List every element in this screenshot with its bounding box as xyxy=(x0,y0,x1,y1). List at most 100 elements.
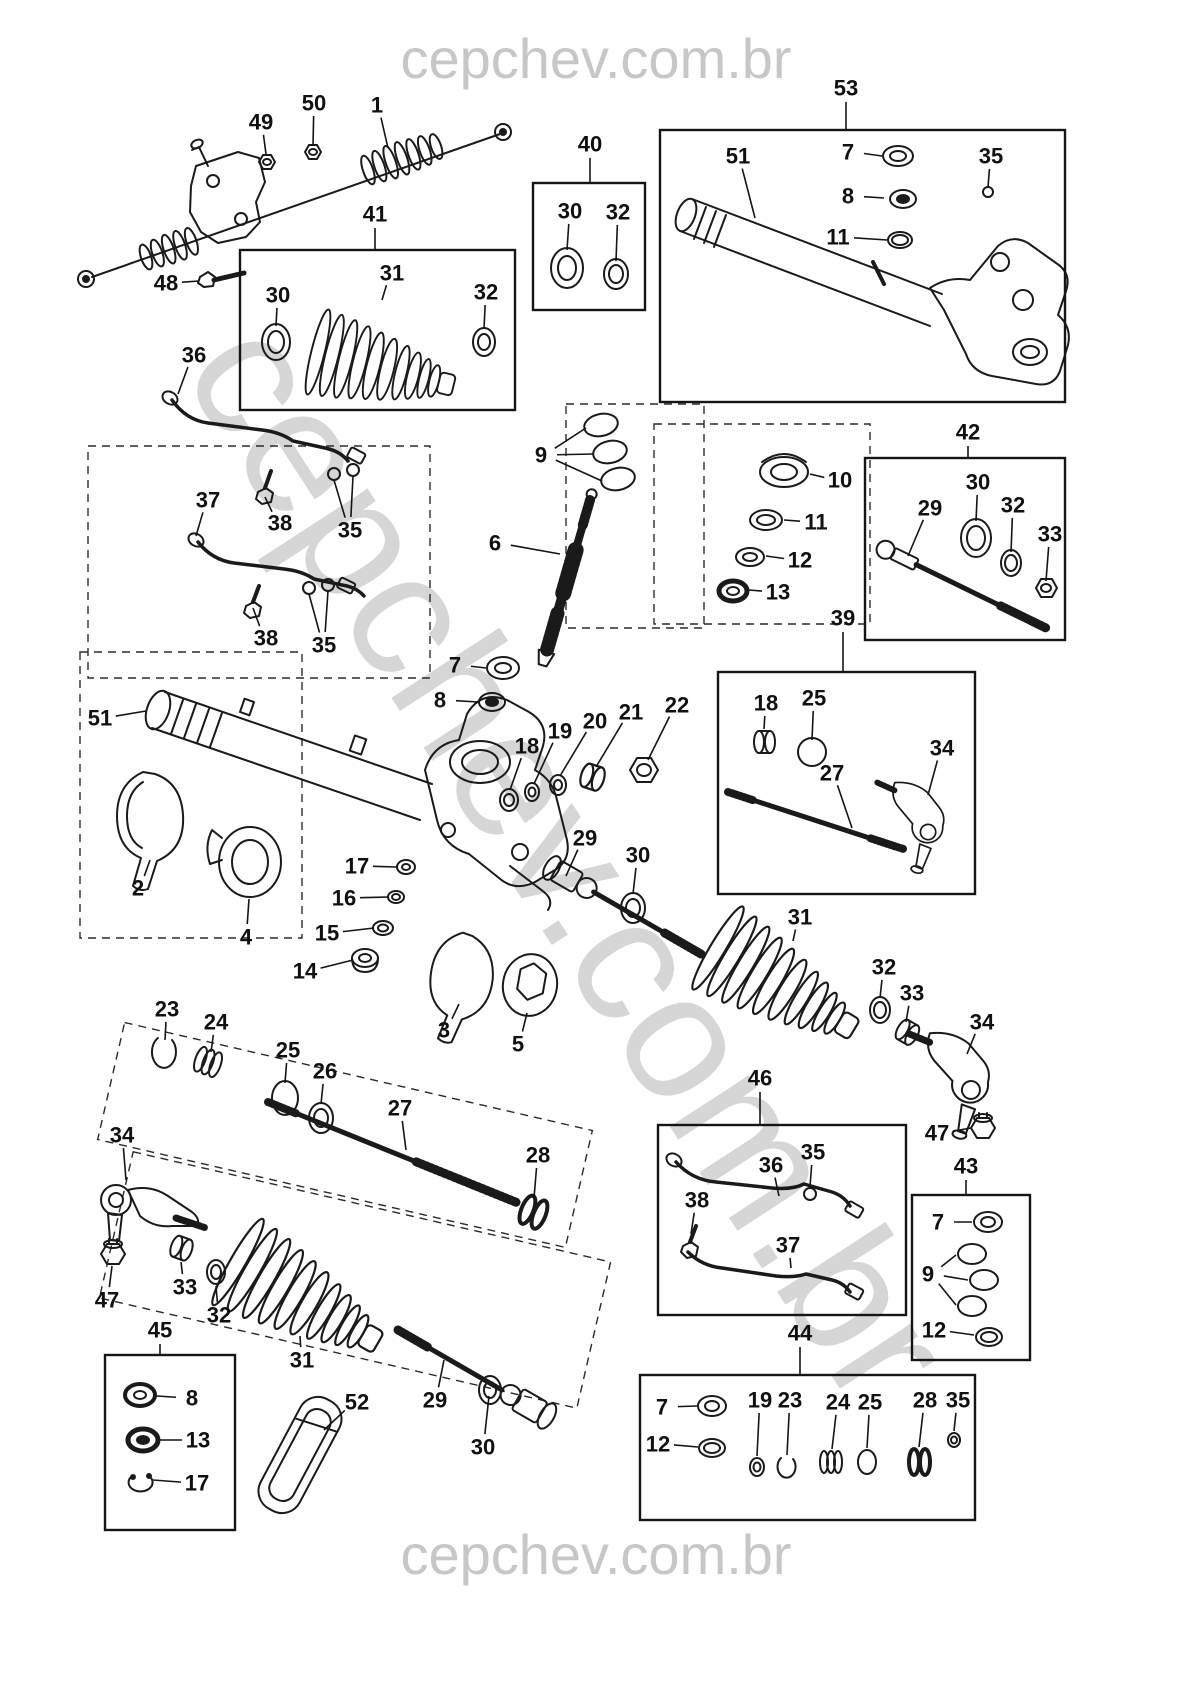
bearing-7 xyxy=(486,656,520,680)
callout-19: 19 xyxy=(748,1388,772,1413)
callout-12: 12 xyxy=(788,548,812,573)
group-label-46: 46 xyxy=(748,1066,772,1091)
callout-29: 29 xyxy=(573,826,597,851)
group-box-44 xyxy=(638,1373,977,1522)
callout-7: 7 xyxy=(449,653,461,678)
callout-25: 25 xyxy=(276,1038,300,1063)
callout-18: 18 xyxy=(754,691,778,716)
plate-52 xyxy=(257,1395,343,1515)
callout-51: 51 xyxy=(726,144,750,169)
callout-30: 30 xyxy=(558,199,582,224)
group-label-44: 44 xyxy=(788,1321,813,1346)
tie-rod-end-34-left xyxy=(100,1184,210,1242)
right-bellows xyxy=(360,133,444,186)
group-box-42 xyxy=(863,456,1067,642)
callout-25: 25 xyxy=(858,1390,882,1415)
callout-38: 38 xyxy=(268,511,292,536)
callout-9: 9 xyxy=(535,443,547,468)
callout-32: 32 xyxy=(1001,493,1025,518)
inner-tie-rod-kit-42 xyxy=(875,518,1058,634)
pipe-kit-46 xyxy=(665,1152,865,1301)
seal-kit-43 xyxy=(957,1211,1003,1347)
group-box-53 xyxy=(658,128,1067,404)
callout-32: 32 xyxy=(872,955,896,980)
small-parts-kit-44 xyxy=(697,1395,961,1479)
group-label-41: 41 xyxy=(363,202,387,227)
boot-31-right xyxy=(685,901,881,1073)
ring-32-left xyxy=(206,1259,226,1285)
bolt-48 xyxy=(197,270,247,288)
callout-23: 23 xyxy=(778,1388,802,1413)
callout-33: 33 xyxy=(900,981,924,1006)
callout-48: 48 xyxy=(154,271,178,296)
callout-34: 34 xyxy=(970,1010,995,1035)
callout-35: 35 xyxy=(979,144,1003,169)
watermark-top: cepchev.com.br xyxy=(400,27,792,90)
callout-12: 12 xyxy=(922,1318,946,1343)
callout-23: 23 xyxy=(155,997,179,1022)
callout-10: 10 xyxy=(828,468,852,493)
bushing-13 xyxy=(716,578,750,604)
callout-35: 35 xyxy=(801,1140,825,1165)
callout-7: 7 xyxy=(656,1395,668,1420)
left-bellows xyxy=(138,227,199,271)
construction-dashed-outlines xyxy=(79,403,871,1410)
part-drawings xyxy=(77,123,1070,1515)
callout-50: 50 xyxy=(302,91,326,116)
group-box-46 xyxy=(656,1123,908,1317)
callout-32: 32 xyxy=(207,1303,231,1328)
bushing-33-left xyxy=(166,1233,197,1264)
callout-34: 34 xyxy=(110,1123,135,1148)
nut-50 xyxy=(304,144,322,160)
callout-30: 30 xyxy=(266,283,290,308)
callout-33: 33 xyxy=(1038,522,1062,547)
callout-29: 29 xyxy=(423,1388,447,1413)
seal-kit-45 xyxy=(123,1382,161,1493)
callout-12: 12 xyxy=(646,1432,670,1457)
callout-1: 1 xyxy=(371,93,383,118)
seal-8 xyxy=(478,692,506,712)
washer-12 xyxy=(735,547,765,567)
callout-4: 4 xyxy=(240,925,253,950)
group-box-43 xyxy=(910,1193,1032,1362)
mount-5 xyxy=(501,953,559,1017)
callout-25: 25 xyxy=(802,686,826,711)
leader-lines-layer xyxy=(108,115,1050,1483)
callout-28: 28 xyxy=(913,1388,937,1413)
callout-8: 8 xyxy=(434,688,446,713)
callout-11: 11 xyxy=(804,510,827,535)
group-label-42: 42 xyxy=(956,420,980,445)
callout-24: 24 xyxy=(826,1390,851,1415)
callout-7: 7 xyxy=(842,140,854,165)
callout-11: 11 xyxy=(826,225,849,250)
callout-37: 37 xyxy=(776,1233,800,1258)
callout-3: 3 xyxy=(438,1018,450,1043)
group-box-40 xyxy=(531,181,647,312)
callout-2: 2 xyxy=(132,876,144,901)
callout-38: 38 xyxy=(685,1188,709,1213)
group-label-40: 40 xyxy=(578,132,602,157)
mount-bushing-4 xyxy=(206,826,282,898)
ring-32-right xyxy=(869,996,891,1024)
callout-34: 34 xyxy=(930,736,955,761)
clamp-3 xyxy=(429,931,494,1044)
callout-22: 22 xyxy=(665,693,689,718)
callout-17: 17 xyxy=(345,854,369,879)
callout-13: 13 xyxy=(766,580,790,605)
callout-5: 5 xyxy=(512,1032,524,1057)
nut-49 xyxy=(258,154,276,170)
bearing-cap-10 xyxy=(759,453,809,488)
callout-8: 8 xyxy=(842,184,854,209)
callout-13: 13 xyxy=(186,1428,210,1453)
callout-49: 49 xyxy=(249,110,273,135)
callout-30: 30 xyxy=(626,843,650,868)
callout-35: 35 xyxy=(312,633,336,658)
small-parts-row-18-22 xyxy=(499,757,659,812)
callout-6: 6 xyxy=(489,531,501,556)
callout-29: 29 xyxy=(918,496,942,521)
callout-21: 21 xyxy=(619,700,643,725)
callout-51: 51 xyxy=(88,706,112,731)
group-label-53: 53 xyxy=(834,76,858,101)
